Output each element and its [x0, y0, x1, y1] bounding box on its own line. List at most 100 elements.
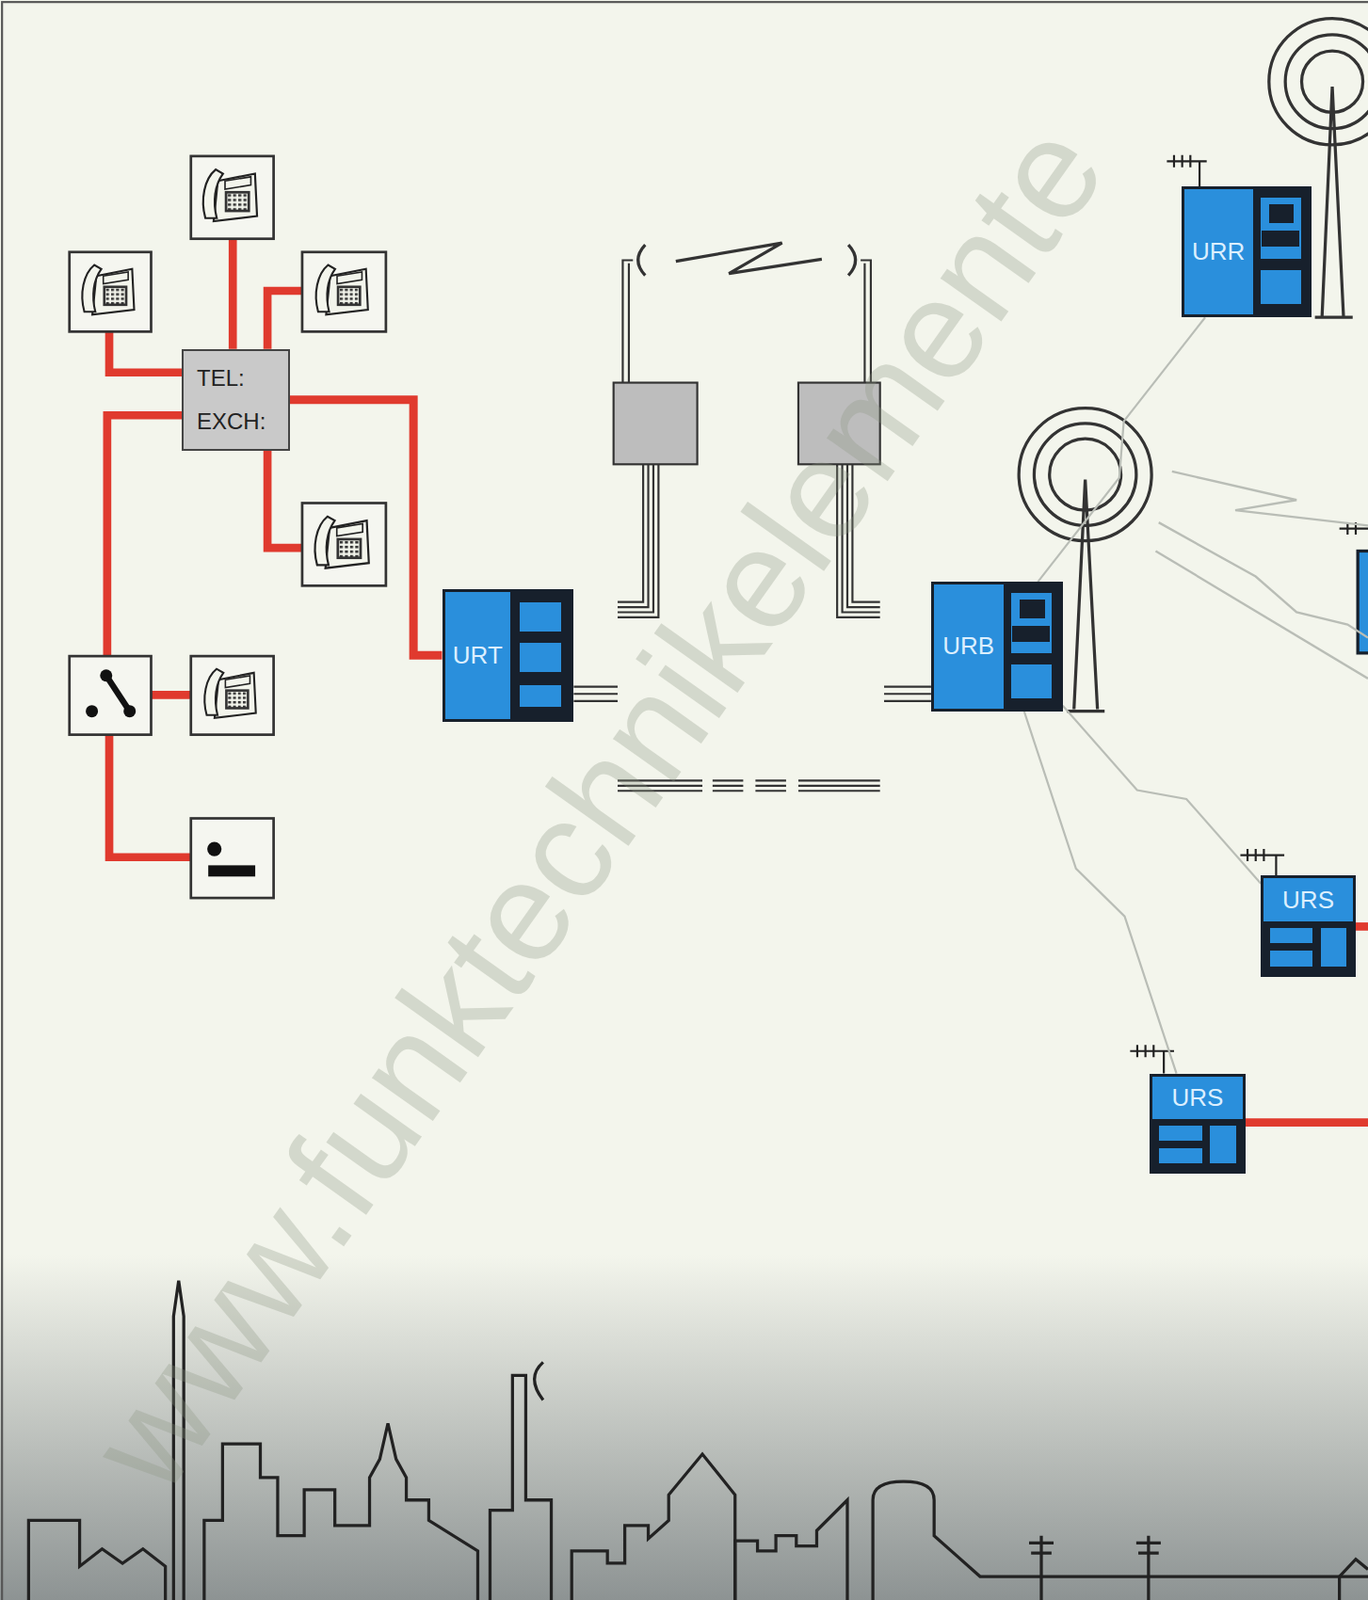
switch-symbol [69, 656, 152, 735]
equipment-panel [1258, 268, 1303, 306]
radio-tower [1018, 18, 1368, 712]
switch-symbol [106, 675, 130, 712]
city-skyline [872, 1481, 1368, 1600]
radio-tower [1018, 408, 1152, 542]
phone-wires [150, 691, 191, 700]
microwave-link [836, 464, 881, 618]
unit-label: URB [933, 584, 1004, 709]
radio-unit: URR [1181, 186, 1313, 318]
phone-wires [228, 239, 238, 350]
switch-symbol [99, 669, 113, 682]
unit-label: URS [1263, 878, 1353, 922]
city-skyline [489, 1375, 551, 1600]
telephone-sets [81, 265, 134, 316]
microwave-link [573, 687, 618, 702]
microwave-link [617, 789, 881, 792]
equipment-panel [1319, 926, 1349, 969]
yagi-antennas [1129, 1045, 1175, 1074]
city-skyline [1136, 1536, 1161, 1600]
city-skyline [735, 1500, 848, 1600]
equipment-panel [1009, 662, 1054, 701]
equipment-panel [1268, 949, 1315, 968]
city-skyline [173, 1281, 184, 1600]
phone-line [289, 400, 443, 656]
phone-wires [109, 735, 192, 858]
radio-links [1172, 471, 1368, 526]
phone-wires [107, 239, 1368, 1124]
equipment-panel [1268, 926, 1315, 946]
city-skyline [204, 1423, 479, 1600]
city-skyline [1339, 1560, 1368, 1600]
microwave-link [613, 383, 698, 466]
phone-wires [1355, 922, 1368, 932]
watermark: www.funktechnikelemente [58, 94, 1138, 1520]
equipment-panel [1012, 626, 1050, 643]
telephone-sets [315, 516, 370, 569]
radio-unit: URS [1260, 875, 1356, 977]
unit-label: URS [1152, 1077, 1243, 1120]
telephone-sets [302, 252, 387, 333]
microwave-link [573, 242, 932, 791]
microwave-link [617, 464, 659, 618]
equipment-panel [1269, 204, 1295, 224]
ground-gradient [0, 1255, 1368, 1600]
phone-wires [1245, 1118, 1368, 1127]
city-skyline [28, 1281, 1368, 1600]
yagi-antennas [1129, 155, 1368, 1075]
unit-label: URR [1184, 189, 1254, 315]
telephone-sets [316, 265, 369, 316]
radio-unit: URB [931, 581, 1063, 712]
city-skyline [534, 1362, 544, 1401]
phone-wires [267, 290, 303, 350]
telephone-sets [203, 169, 258, 222]
equipment-panel [517, 600, 564, 634]
telephone-sets [204, 669, 256, 719]
radio-link [1024, 711, 1177, 1075]
switch-symbol [85, 705, 98, 718]
radio-links [1158, 522, 1368, 639]
terminal-symbol [191, 819, 274, 900]
equipment-panel [1157, 1146, 1205, 1166]
radio-tower [1066, 480, 1105, 712]
phone-wires [267, 444, 303, 549]
telephone-sets [191, 156, 274, 240]
switch-symbol [69, 656, 152, 735]
microwave-link [617, 785, 881, 788]
microwave-link [675, 242, 822, 274]
microwave-link [622, 259, 633, 383]
equipment-panel [1019, 599, 1046, 619]
radio-unit: URT [442, 589, 575, 723]
phone-wires [109, 331, 182, 372]
telephone-sets [69, 156, 387, 736]
microwave-link [884, 687, 932, 702]
equipment-panel [517, 683, 564, 709]
yagi-antennas [1166, 155, 1207, 188]
microwave-link [848, 244, 856, 276]
equipment-panel [1261, 230, 1300, 247]
radio-links [1155, 471, 1368, 679]
exchange-box: TEL: EXCH: [181, 349, 290, 451]
terminal-symbol [208, 865, 256, 877]
telephone-sets [69, 252, 152, 333]
equipment-panel [1207, 1124, 1239, 1166]
microwave-link [860, 259, 871, 383]
unit-label: URT [445, 592, 512, 720]
microwave-link [798, 383, 881, 466]
radio-tower [1315, 86, 1353, 318]
radio-unit: URS [1149, 1074, 1246, 1175]
equipment-panel [1157, 1124, 1205, 1143]
radio-links [1155, 550, 1368, 679]
city-skyline [1029, 1536, 1054, 1600]
city-skyline [571, 1454, 735, 1600]
microwave-link [638, 244, 646, 276]
yagi-antennas [1239, 849, 1285, 876]
equipment-panel [517, 641, 564, 675]
unit-label: TEL: EXCH: [196, 356, 281, 444]
radio-tower [1285, 34, 1368, 129]
telephone-sets [191, 656, 274, 735]
city-skyline [28, 1520, 165, 1600]
